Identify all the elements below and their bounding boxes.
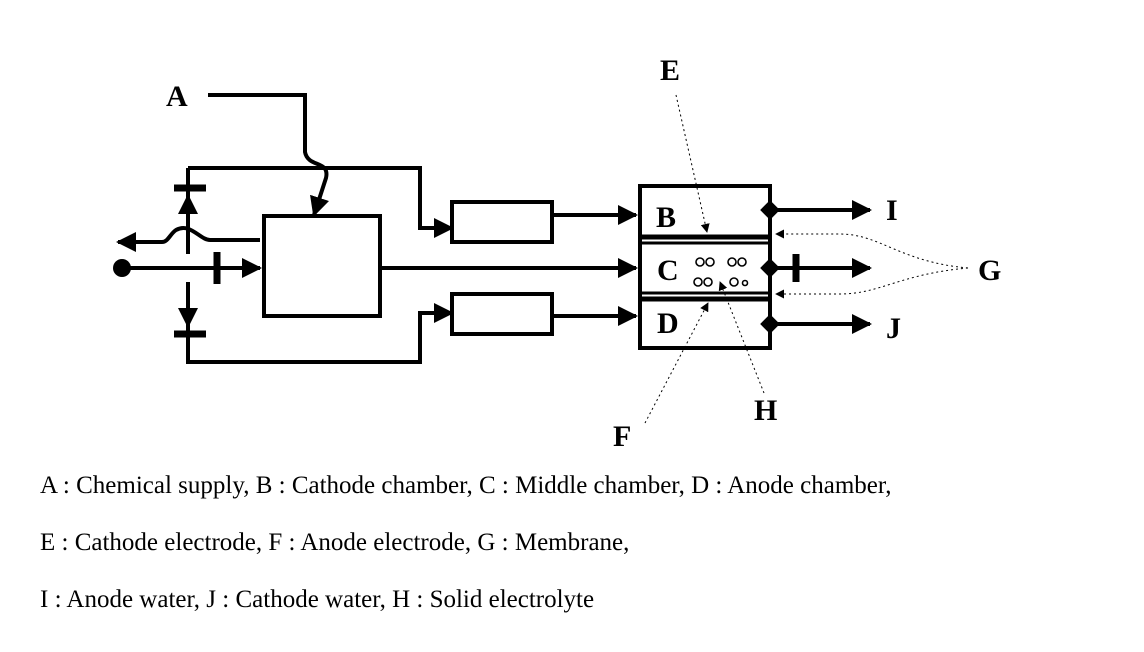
solid-electrolyte-beads xyxy=(693,257,749,287)
label-D: D xyxy=(657,307,679,340)
legend-line-2: E : Cathode electrode, F : Anode electro… xyxy=(40,529,630,556)
upper-treatment-box xyxy=(450,200,554,244)
label-A: A xyxy=(166,80,188,113)
pointer-G-lower xyxy=(775,267,969,299)
outlet-diamond-mid xyxy=(760,258,780,278)
pointer-E xyxy=(675,94,710,233)
return-line xyxy=(116,226,260,252)
label-J: J xyxy=(886,312,901,345)
label-B: B xyxy=(656,201,676,234)
inlet-dot xyxy=(113,259,131,277)
pointer-G-upper xyxy=(775,229,969,269)
mixer-box xyxy=(262,214,382,318)
legend-line-1: A : Chemical supply, B : Cathode chamber… xyxy=(40,472,892,499)
label-F: F xyxy=(613,420,631,453)
label-E: E xyxy=(660,54,680,87)
label-H: H xyxy=(754,394,777,427)
label-G: G xyxy=(978,254,1001,287)
lower-treatment-box xyxy=(450,292,554,336)
label-C: C xyxy=(657,254,679,287)
chemical-supply-line xyxy=(208,93,330,217)
outlet-diamond-bottom xyxy=(760,314,780,334)
upper-bypass-line xyxy=(188,166,454,238)
outlet-diamond-top xyxy=(760,200,780,220)
electrolytic-cell xyxy=(638,184,772,350)
label-I: I xyxy=(886,194,898,227)
lower-bypass-line xyxy=(186,303,454,364)
legend-line-3: I : Anode water, J : Cathode water, H : … xyxy=(40,586,595,613)
